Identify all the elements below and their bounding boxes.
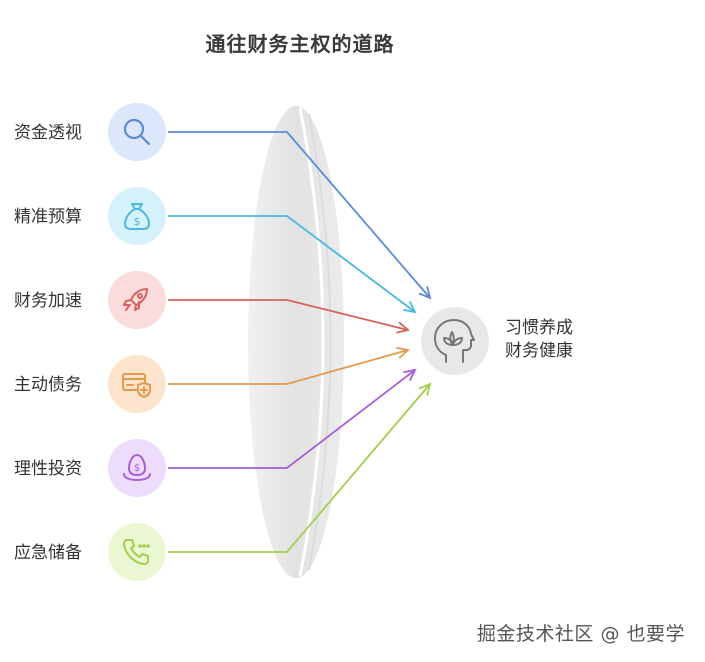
money-bag-icon: $ (108, 187, 166, 245)
arrow-line (168, 215, 416, 313)
magnifier-icon (108, 103, 166, 161)
svg-text:$: $ (134, 463, 140, 474)
diagram-title: 通往财务主权的道路 (205, 32, 395, 56)
arrow-line (168, 131, 431, 299)
arrow-line (168, 369, 416, 469)
money-egg-icon: $ (108, 439, 166, 497)
input-label-budget: 精准预算 (14, 207, 82, 227)
goal-label-line2: 财务健康 (505, 341, 573, 361)
connector-arrows (168, 131, 432, 553)
svg-text:$: $ (134, 215, 141, 228)
arrow-head (396, 346, 410, 359)
arrow-head (418, 286, 432, 300)
arrow-line (168, 299, 409, 331)
input-label-emergency: 应急储备 (14, 543, 82, 563)
rocket-icon (108, 271, 166, 329)
input-label-investment: 理性投资 (14, 459, 82, 479)
arrow-line (168, 349, 409, 385)
watermark: 掘金技术社区 @ 也要学 (476, 623, 685, 645)
arrow-head (403, 368, 417, 381)
arrow-head (403, 301, 417, 314)
goal-label-line1: 习惯养成 (505, 318, 573, 338)
arrow-head (418, 382, 432, 396)
credit-card-shield-icon (108, 355, 166, 413)
goal-label: 习惯养成 财务健康 (505, 317, 573, 363)
lens-shape (248, 106, 344, 578)
input-label-debt: 主动债务 (14, 375, 82, 395)
input-label-transparency: 资金透视 (14, 123, 82, 143)
arrow-line (168, 383, 431, 553)
phone-icon (108, 523, 166, 581)
input-label-acceleration: 财务加速 (14, 291, 82, 311)
head-lotus-icon (434, 319, 475, 363)
arrow-head (396, 321, 410, 334)
